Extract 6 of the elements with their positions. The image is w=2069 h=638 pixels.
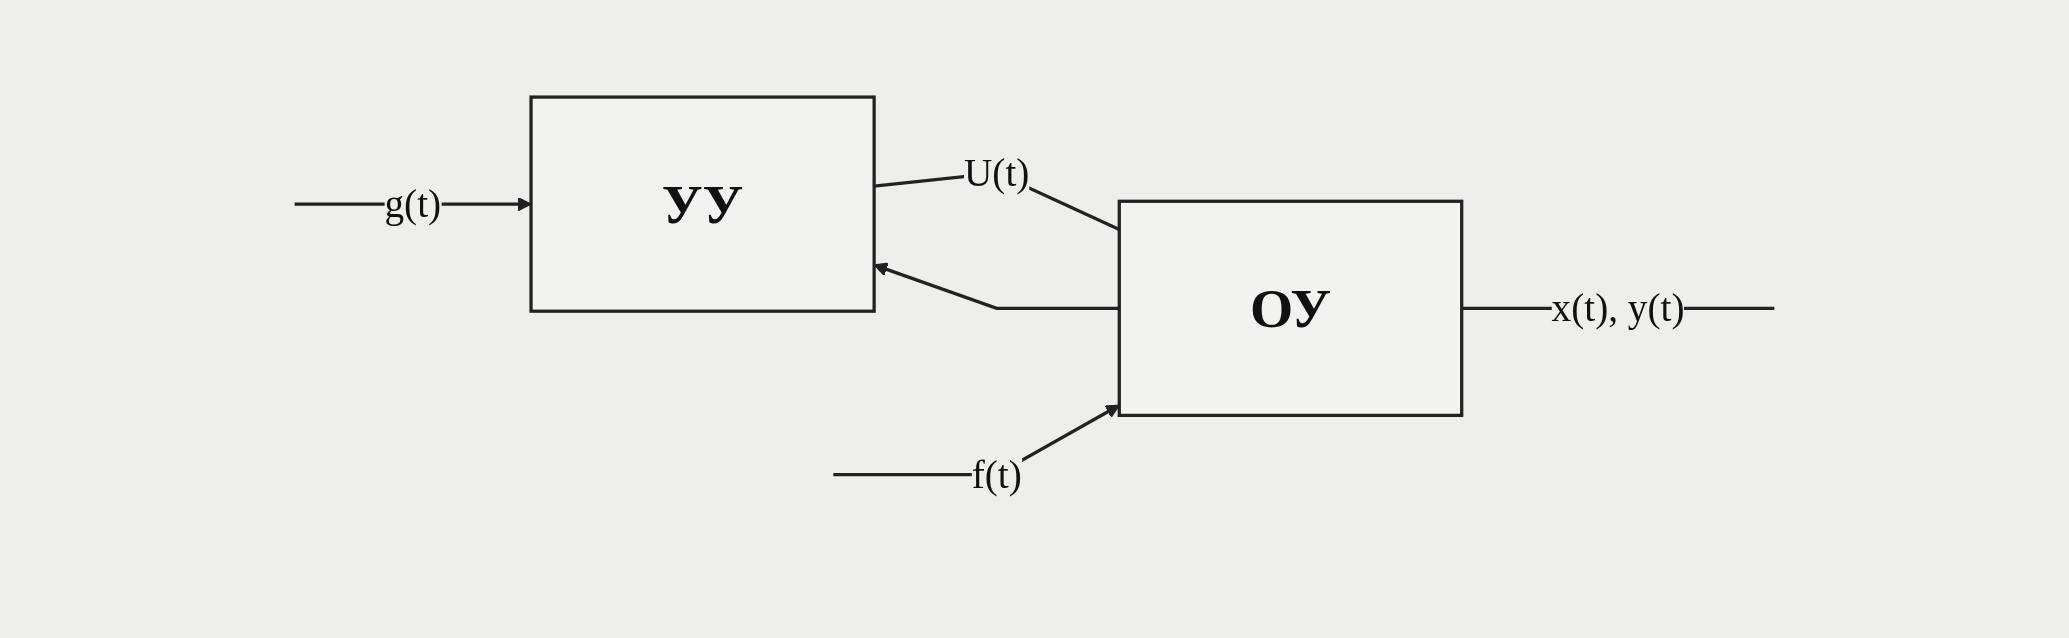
node-box: ОУ xyxy=(1117,200,1464,418)
edge-label: U(t) xyxy=(964,152,1030,195)
node-box: УУ xyxy=(529,95,876,314)
edge-label: f(t) xyxy=(971,453,1022,497)
edge-label: x(t), y(t) xyxy=(1551,287,1685,331)
edge-label: g(t) xyxy=(384,183,442,226)
